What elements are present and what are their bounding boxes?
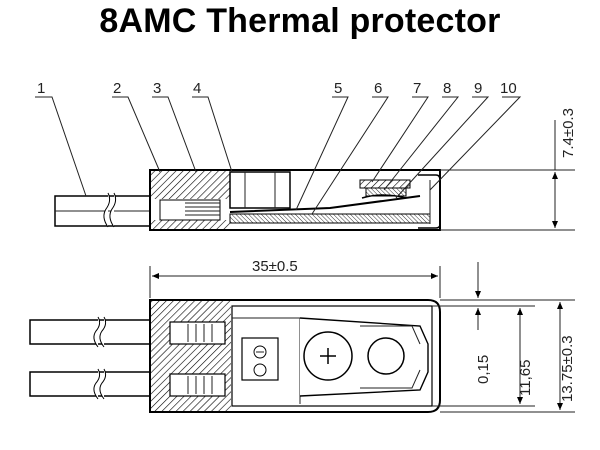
callout-6: 6 <box>374 80 382 97</box>
callout-5: 5 <box>334 80 342 97</box>
length-dimension <box>149 266 441 298</box>
length-dim-label: 35±0.5 <box>252 258 298 275</box>
callout-10: 10 <box>500 80 517 97</box>
callout-3: 3 <box>153 80 161 97</box>
callout-leaders <box>35 96 522 215</box>
callout-4: 4 <box>193 80 201 97</box>
lead-wire-side <box>54 192 153 228</box>
offset-dim-label: 0,15 <box>475 355 492 384</box>
outer-width-dim-label: 13.75±0.3 <box>559 335 576 402</box>
height-dimension <box>440 120 575 231</box>
diagram-title: 8AMC Thermal protector <box>99 2 501 40</box>
inner-width-dim-label: 11,65 <box>517 360 534 396</box>
lead-wires-top <box>29 316 166 400</box>
callout-2: 2 <box>113 80 121 97</box>
housing-side <box>149 169 441 231</box>
housing-top <box>149 299 441 413</box>
callout-7: 7 <box>413 80 421 97</box>
width-dimensions <box>432 262 575 413</box>
callout-1: 1 <box>37 80 45 97</box>
top-view: 35±0.5 <box>29 258 576 413</box>
side-view: 1 2 3 4 5 6 7 8 9 10 7.4±0.3 <box>35 80 577 231</box>
callout-8: 8 <box>443 80 451 97</box>
callout-9: 9 <box>474 80 482 97</box>
height-dim-label: 7.4±0.3 <box>560 108 577 158</box>
